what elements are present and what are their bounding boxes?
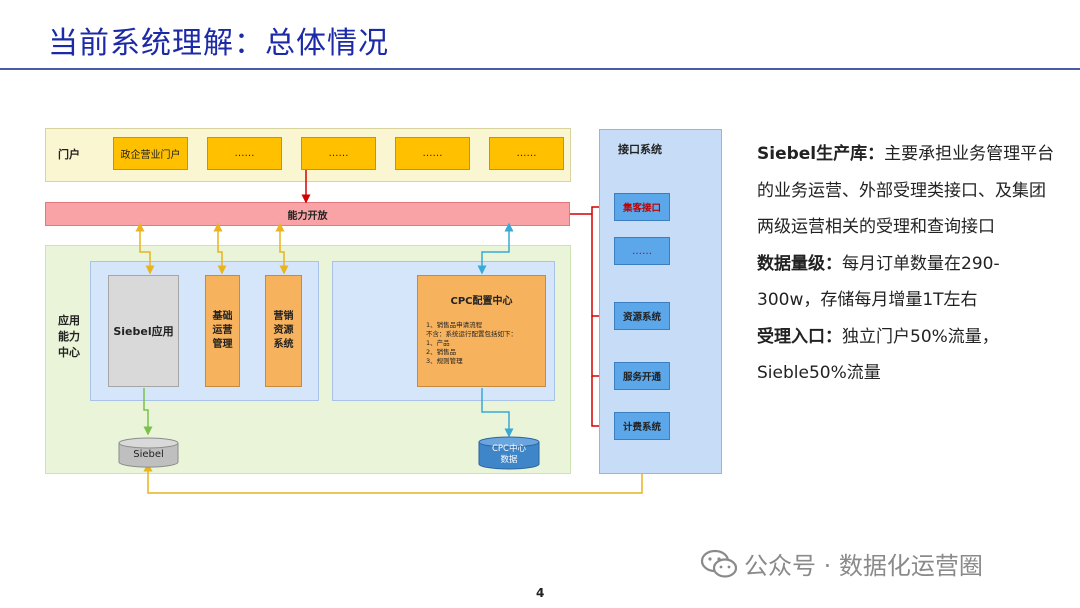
cpc-config-box[interactable]: CPC配置中心 1、销售品申请流程 不含：系统运行配置包括如下： 1、产品 2、…	[417, 275, 546, 387]
interface-item-billing[interactable]: 计费系统	[614, 412, 670, 440]
siebel-db[interactable]: Siebel	[118, 437, 179, 468]
portal-label: 门户	[58, 148, 80, 161]
marketing-text: 营销 资源 系统	[273, 311, 294, 350]
siebel-app-box[interactable]: Siebel应用	[108, 275, 179, 387]
cpc-title: CPC配置中心	[450, 296, 513, 307]
basic-ops-box[interactable]: 基础 运营 管理	[205, 275, 240, 387]
page-number: 4	[536, 586, 545, 600]
description-panel: Siebel生产库：主要承担业务管理平台的业务运营、外部受理类接口、及集团两级运…	[757, 136, 1057, 392]
description-heading-3: 受理入口：	[757, 326, 842, 347]
description-text-3: 独立门户50%流量，Sieble50%流量	[757, 326, 999, 384]
interface-system-title: 接口系统	[618, 143, 662, 156]
database-icon	[478, 436, 540, 470]
cpc-line-2: 不含：系统运行配置包括如下：	[426, 330, 517, 338]
cpc-details: 1、销售品申请流程 不含：系统运行配置包括如下： 1、产品 2、销售品 3、规则…	[426, 321, 545, 366]
cpc-db[interactable]: CPC中心 数据	[478, 436, 540, 470]
description-text-1: 主要承担业务管理平台的业务运营、外部受理类接口、及集团两级运营相关的受理和查询接…	[757, 144, 1055, 237]
description-paragraph-3: 受理入口：独立门户50%流量，Sieble50%流量	[757, 319, 1057, 392]
database-icon	[118, 437, 179, 468]
description-heading-1: Siebel生产库：	[757, 144, 885, 164]
app-center-text: 应用 能力 中心	[58, 314, 80, 359]
page-title: 当前系统理解：总体情况	[48, 26, 389, 61]
portal-item-2[interactable]: ……	[207, 137, 282, 170]
title-divider	[0, 68, 1080, 70]
cpc-line-3: 1、产品	[426, 339, 450, 347]
watermark: 公众号 · 数据化运营圈	[700, 546, 983, 581]
basic-ops-text: 基础 运营 管理	[212, 311, 233, 350]
app-center-label: 应用 能力 中心	[58, 313, 80, 361]
capability-open-bar[interactable]: 能力开放	[45, 202, 570, 226]
cpc-line-1: 1、销售品申请流程	[426, 321, 483, 329]
cpc-line-4: 2、销售品	[426, 348, 457, 356]
portal-item-3[interactable]: ……	[301, 137, 376, 170]
interface-item-resource[interactable]: 资源系统	[614, 302, 670, 330]
wechat-icon	[700, 549, 738, 578]
cpc-db-label: CPC中心 数据	[492, 444, 526, 465]
watermark-text: 公众号 · 数据化运营圈	[744, 552, 983, 580]
marketing-box[interactable]: 营销 资源 系统	[265, 275, 302, 387]
description-paragraph-1: Siebel生产库：主要承担业务管理平台的业务运营、外部受理类接口、及集团两级运…	[757, 136, 1057, 246]
siebel-db-label: Siebel	[133, 449, 164, 460]
interface-item-jike[interactable]: 集客接口	[614, 193, 670, 221]
description-paragraph-2: 数据量级：每月订单数量在290-300w，存储每月增量1T左右	[757, 246, 1057, 319]
interface-item-service[interactable]: 服务开通	[614, 362, 670, 390]
cpc-line-5: 3、规则管理	[426, 357, 463, 365]
portal-item-5[interactable]: ……	[489, 137, 564, 170]
interface-item-more[interactable]: ……	[614, 237, 670, 265]
portal-item-4[interactable]: ……	[395, 137, 470, 170]
description-text-2: 每月订单数量在290-300w，存储每月增量1T左右	[757, 253, 1000, 311]
portal-item-gov[interactable]: 政企营业门户	[113, 137, 188, 170]
description-heading-2: 数据量级：	[757, 253, 842, 274]
